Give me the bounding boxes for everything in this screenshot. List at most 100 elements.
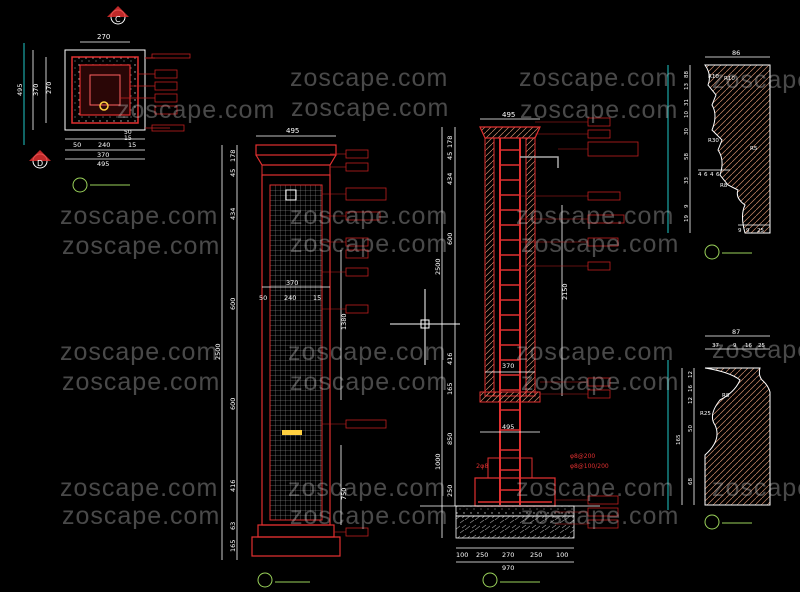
section-dim-left-6: 165 xyxy=(446,383,454,395)
plan-inner-square xyxy=(89,74,121,106)
elevation-dim-top: 495 xyxy=(286,127,299,135)
profile-bottom-left-3: 12 xyxy=(688,397,694,404)
section-dim-left-4: 2500 xyxy=(434,258,442,275)
section-dim-left-0: 178 xyxy=(446,136,454,148)
section-notes xyxy=(520,117,639,529)
section-title-bubble xyxy=(482,572,498,588)
section-base-total: 970 xyxy=(502,564,514,572)
profile-bottom-shape xyxy=(704,367,771,506)
section-soil-layer xyxy=(455,515,575,539)
elevation-plaque xyxy=(282,430,302,435)
plan-dim-left-0: 495 xyxy=(16,84,24,96)
profile-top-dim-7: 9 xyxy=(684,204,690,208)
profile-top-small-3: 6 xyxy=(716,172,720,178)
section-dim-left-8: 1000 xyxy=(434,453,442,470)
profile-bottom-left-2: 16 xyxy=(688,385,694,392)
profile-top-small-0: 4 xyxy=(698,172,702,178)
section-stirrups xyxy=(500,149,520,491)
crosshair-cursor-icon xyxy=(390,289,460,365)
elevation-dim-left-8: 165 xyxy=(229,540,237,552)
profile-top-title-bubble xyxy=(704,244,720,260)
section-cap xyxy=(479,126,541,139)
elevation-dim-left-3: 600 xyxy=(229,298,237,310)
elevation-dim-left-0: 178 xyxy=(229,150,237,162)
plan-notes xyxy=(120,53,191,132)
elevation-dim-left-6: 416 xyxy=(229,480,237,492)
section-marker-label-d: D xyxy=(37,159,43,168)
elevation-title-bubble xyxy=(257,572,273,588)
elevation-cap-top xyxy=(255,144,337,156)
elevation-dim-left-1: 45 xyxy=(229,169,237,177)
profile-bottom-left-5: 68 xyxy=(688,478,694,485)
profile-bottom-width: 87 xyxy=(732,328,740,336)
elevation-dim-inner: 370 xyxy=(286,279,298,287)
elevation-view: 495 370 50 240 15 178 45 434 600 2500 60… xyxy=(214,127,387,588)
section-rebar-note-2: φ8@100/200 xyxy=(570,463,609,470)
profile-top-dim-4: 30 xyxy=(684,128,690,135)
plan-dim-left-2: 270 xyxy=(45,82,53,94)
elevation-dim-right-0: 1380 xyxy=(340,313,348,330)
section-dim-left-1: 45 xyxy=(446,152,454,160)
plan-core-square xyxy=(79,64,131,116)
section-marker-icon: D xyxy=(29,150,51,169)
profile-top-small-5: 9 xyxy=(746,228,750,234)
elevation-dim-left-4: 2500 xyxy=(214,343,222,360)
profile-bottom-top-3: 25 xyxy=(758,343,765,349)
elevation-base-footing xyxy=(251,536,341,557)
section-dim-left-3: 600 xyxy=(446,233,454,245)
section-pipe xyxy=(520,156,559,168)
profile-top-radius-2: R30 xyxy=(708,138,719,144)
profile-detail-top: 86 88 13 31 10 30 58 33 9 19 R10 R10 R30… xyxy=(667,49,771,260)
section-base-dim-1: 250 xyxy=(476,551,488,559)
profile-top-dim-5: 58 xyxy=(684,153,690,160)
plan-dim-left-1: 370 xyxy=(32,84,40,96)
section-rebar-note-0: 2φ8 xyxy=(476,462,489,470)
plan-outer-square xyxy=(64,49,146,131)
plan-dim-bottom-2: 15 xyxy=(128,141,136,149)
profile-top-dim-0: 88 xyxy=(684,71,690,78)
section-dim-foot: 495 xyxy=(502,423,514,431)
profile-top-radius-3: R5 xyxy=(750,146,758,152)
plan-dim-bottom-3: 370 xyxy=(97,151,109,159)
elevation-dim-part-2: 15 xyxy=(313,294,321,302)
profile-top-small-1: 6 xyxy=(704,172,708,178)
section-view: 495 370 495 100 250 270 250 100 970 178 … xyxy=(420,111,639,588)
profile-bottom-radius-1: R25 xyxy=(700,411,711,417)
elevation-notes xyxy=(322,149,387,537)
profile-bottom-top-2: 16 xyxy=(745,343,752,349)
profile-top-dim-8: 19 xyxy=(684,215,690,222)
elevation-dim-left-5: 600 xyxy=(229,398,237,410)
section-dim-right: 2150 xyxy=(561,283,569,300)
section-dim-inner: 370 xyxy=(502,362,514,370)
profile-bottom-title-bubble xyxy=(704,514,720,530)
plan-dim-bottom-1: 240 xyxy=(98,141,110,149)
profile-top-radius-4: R8 xyxy=(720,183,728,189)
profile-bottom-left-1: 12 xyxy=(688,371,694,378)
profile-top-small-6: 25 xyxy=(757,228,764,234)
section-dim-left-7: 850 xyxy=(446,433,454,445)
section-dim-left-9: 250 xyxy=(446,485,454,497)
profile-top-radius-0: R10 xyxy=(708,74,719,80)
plan-dim-right-1: 50 xyxy=(124,129,132,136)
elevation-tile-panel xyxy=(269,184,323,521)
profile-top-dim-6: 33 xyxy=(684,177,690,184)
plan-dim-bottom-0: 50 xyxy=(73,141,81,149)
profile-bottom-radius-0: R8 xyxy=(722,393,730,399)
section-marker-icon: C xyxy=(107,6,129,25)
profile-top-dim-2: 31 xyxy=(684,99,690,106)
elevation-dim-left-7: 63 xyxy=(229,522,237,530)
plan-view: 270 495 370 270 50 240 15 370 495 15 50 xyxy=(16,6,191,193)
elevation-dim-part-0: 50 xyxy=(259,294,267,302)
profile-bottom-left-4: 50 xyxy=(688,425,694,432)
profile-bottom-left-0: 165 xyxy=(676,434,682,445)
section-plinth xyxy=(479,391,541,403)
profile-top-dim-1: 13 xyxy=(684,83,690,90)
section-marker-label-c: C xyxy=(115,15,121,24)
profile-top-shape xyxy=(704,64,771,234)
section-gravel-layer xyxy=(455,505,575,517)
section-wall-right xyxy=(525,137,536,397)
section-base-dim-3: 250 xyxy=(530,551,542,559)
plan-title-bubble xyxy=(72,177,88,193)
profile-bottom-top-0: 37 xyxy=(712,343,719,349)
